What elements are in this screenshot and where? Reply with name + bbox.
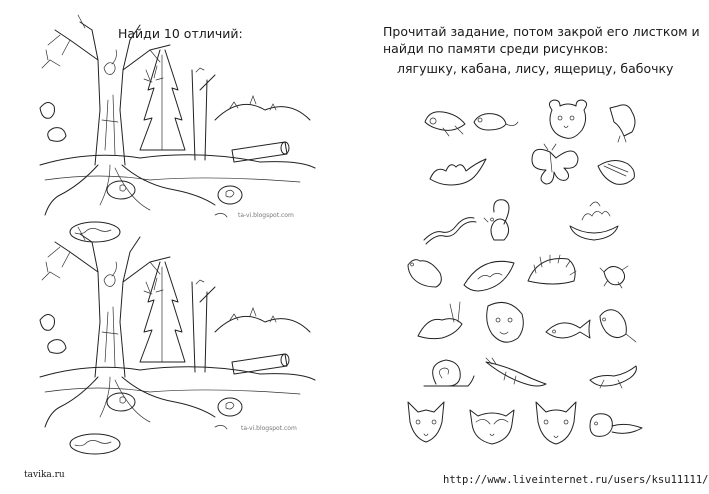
page-title: Найди 10 отличий: <box>118 26 243 41</box>
watermark-top: ta-vi.blogspot.com <box>238 212 294 219</box>
snake-icon <box>423 217 477 245</box>
snail-icon <box>423 359 475 387</box>
shrimp-icon <box>485 357 547 387</box>
tit-bird-icon <box>599 309 637 343</box>
task-instruction-line-2: найди по памяти среди рисунков: <box>383 41 609 56</box>
lizard-icon <box>589 365 637 389</box>
hedgehog-icon <box>527 254 577 285</box>
forest-scene-bottom <box>39 226 316 455</box>
forest-scene-top <box>39 14 316 243</box>
tadpole-icon <box>589 413 643 437</box>
footer-site: tavika.ru <box>24 470 65 480</box>
watermark-bottom: ta-vi.blogspot.com <box>241 425 297 432</box>
bear-icon <box>548 99 588 139</box>
dove-icon <box>407 259 442 288</box>
rat-icon <box>473 113 519 131</box>
caterpillar-on-leaf-icon <box>463 260 515 292</box>
task-animal-list: лягушку, кабана, лису, ящерицу, бабочку <box>397 61 674 76</box>
fish-icon <box>545 319 591 339</box>
task-instruction-line-1: Прочитай задание, потом закрой его листк… <box>383 24 700 39</box>
beetle-icon <box>599 265 629 289</box>
bird-nest-icon <box>569 201 619 241</box>
boar-icon <box>486 301 524 343</box>
frog-icon <box>424 111 466 137</box>
badger-icon <box>597 160 635 185</box>
crow-icon <box>609 104 636 143</box>
raccoon-icon <box>469 409 515 445</box>
fox-icon <box>407 401 445 443</box>
footer-url: http://www.liveinternet.ru/users/ksu1111… <box>443 474 709 486</box>
wolf-icon <box>535 401 577 445</box>
butterfly-icon <box>531 143 579 185</box>
hare-icon <box>417 301 463 340</box>
squirrel-icon <box>483 199 510 241</box>
bat-icon <box>429 158 487 186</box>
